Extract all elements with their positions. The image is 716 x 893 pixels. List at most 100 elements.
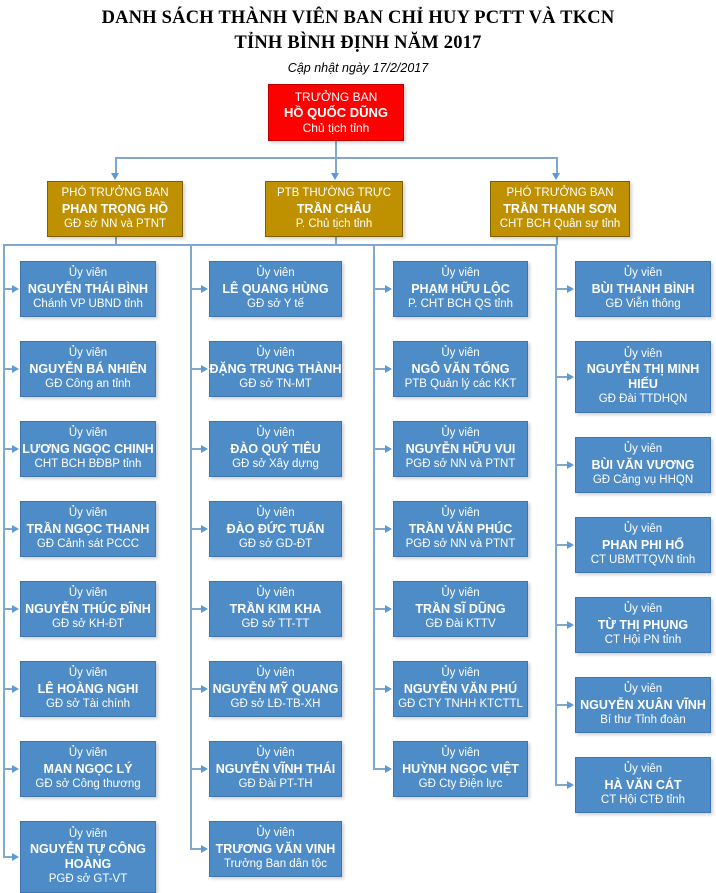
arrow-to-member bbox=[201, 844, 208, 853]
node-role: Ủy viên bbox=[256, 507, 295, 519]
arrow-to-deputy-0 bbox=[111, 173, 119, 180]
node-deputy-tran-chau[interactable]: PTB THƯỜNG TRỰC TRẦN CHÂU P. Chủ tịch tỉ… bbox=[265, 181, 403, 237]
node-org: GĐ Đài PT-TH bbox=[238, 778, 313, 790]
node-role: Ủy viên bbox=[623, 348, 663, 360]
node-org: Chủ tịch tỉnh bbox=[302, 120, 370, 135]
node-org: PGĐ sở NN và PTNT bbox=[405, 538, 516, 550]
node-role: PHÓ TRƯỞNG BAN bbox=[506, 187, 614, 199]
connector-stub bbox=[373, 768, 386, 770]
connector-deputy-1-stem bbox=[335, 237, 337, 245]
connector-deputy-0-stem bbox=[115, 237, 117, 245]
node-role: Ủy viên bbox=[441, 347, 480, 359]
node-org: GĐ Công an tỉnh bbox=[45, 378, 131, 390]
node-deputy-tran-thanh-son[interactable]: PHÓ TRƯỞNG BAN TRẦN THANH SƠN CHT BCH Qu… bbox=[490, 181, 630, 237]
node-org: CT Hội CTĐ tỉnh bbox=[600, 794, 686, 806]
node-role: Ủy viên bbox=[68, 427, 108, 439]
page-title-line-2: TỈNH BÌNH ĐỊNH NĂM 2017 bbox=[234, 33, 482, 53]
node-org: GĐ sở Xây dựng bbox=[232, 458, 319, 470]
node-role: TRƯỞNG BAN bbox=[294, 89, 378, 104]
node-org: GĐ sở Tài chính bbox=[45, 698, 131, 710]
node-org: GĐ sở NN và PTNT bbox=[63, 218, 167, 230]
node-root-truong-ban[interactable]: TRƯỞNG BAN HỒ QUỐC DŨNG Chủ tịch tỉnh bbox=[268, 84, 404, 141]
node-name: NGUYỄN TỰ CÔNG HOÀNG bbox=[30, 842, 146, 871]
node-org: CT Hội PN tỉnh bbox=[604, 634, 682, 646]
node-name: ĐÀO ĐỨC TUẤN bbox=[226, 522, 325, 536]
node-org: GĐ sở Công thương bbox=[35, 778, 141, 790]
node-name: NGUYỄN THÁI BÌNH bbox=[27, 282, 149, 296]
arrow-to-member bbox=[385, 364, 392, 373]
node-deputy-phan-trong-ho[interactable]: PHÓ TRƯỞNG BAN PHAN TRỌNG HỒ GĐ sở NN và… bbox=[47, 181, 183, 237]
connector-stub bbox=[190, 448, 202, 450]
node-name: NGÔ VĂN TỐNG bbox=[411, 362, 510, 376]
title-block: DANH SÁCH THÀNH VIÊN BAN CHỈ HUY PCTT VÀ… bbox=[0, 6, 716, 76]
node-org: GĐ sở Y tế bbox=[247, 298, 304, 310]
node-name: BÙI VĂN VƯƠNG bbox=[591, 458, 695, 472]
connector-stub bbox=[190, 368, 202, 370]
node-role: Ủy viên bbox=[441, 667, 480, 679]
arrow-to-deputy-2 bbox=[552, 173, 560, 180]
arrow-to-member bbox=[201, 284, 208, 293]
node-org: GĐ Đài TTDHQN bbox=[598, 393, 688, 405]
node-org: P. CHT BCH QS tỉnh bbox=[407, 298, 514, 310]
node-role: Ủy viên bbox=[441, 747, 480, 759]
node-org: P. Chủ tịch tỉnh bbox=[295, 218, 373, 230]
arrow-to-member bbox=[385, 604, 392, 613]
arrow-to-member bbox=[201, 444, 208, 453]
connector-column-spine bbox=[190, 244, 192, 849]
arrow-to-member bbox=[201, 604, 208, 613]
connector-stub bbox=[555, 704, 568, 706]
node-role: Ủy viên bbox=[441, 587, 480, 599]
node-org: PTB Quản lý các KKT bbox=[404, 378, 517, 390]
arrow-to-member bbox=[12, 284, 19, 293]
connector-stub bbox=[3, 608, 13, 610]
node-org: GĐ sở GD-ĐT bbox=[238, 538, 313, 550]
arrow-to-member bbox=[12, 764, 19, 773]
node-org: GĐ Cty Điện lực bbox=[418, 778, 503, 790]
node-org: CHT BCH BĐBP tỉnh bbox=[34, 458, 142, 470]
connector-deputy-0-drop bbox=[115, 157, 117, 174]
arrow-to-member bbox=[12, 604, 19, 613]
arrow-to-member bbox=[567, 284, 574, 293]
arrow-to-member bbox=[201, 364, 208, 373]
connector-stub bbox=[3, 368, 13, 370]
connector-column-bus-right bbox=[373, 244, 557, 246]
connector-stub bbox=[3, 688, 13, 690]
node-role: Ủy viên bbox=[68, 828, 108, 840]
node-name: TRẦN VĂN PHÚC bbox=[408, 522, 513, 536]
connector-stub bbox=[555, 376, 568, 378]
arrow-to-member bbox=[567, 620, 574, 629]
node-name: NGUYỄN XUÂN VĨNH bbox=[580, 698, 706, 712]
node-name: NGUYỄN BÁ NHIÊN bbox=[29, 362, 147, 376]
connector-stub bbox=[3, 288, 13, 290]
